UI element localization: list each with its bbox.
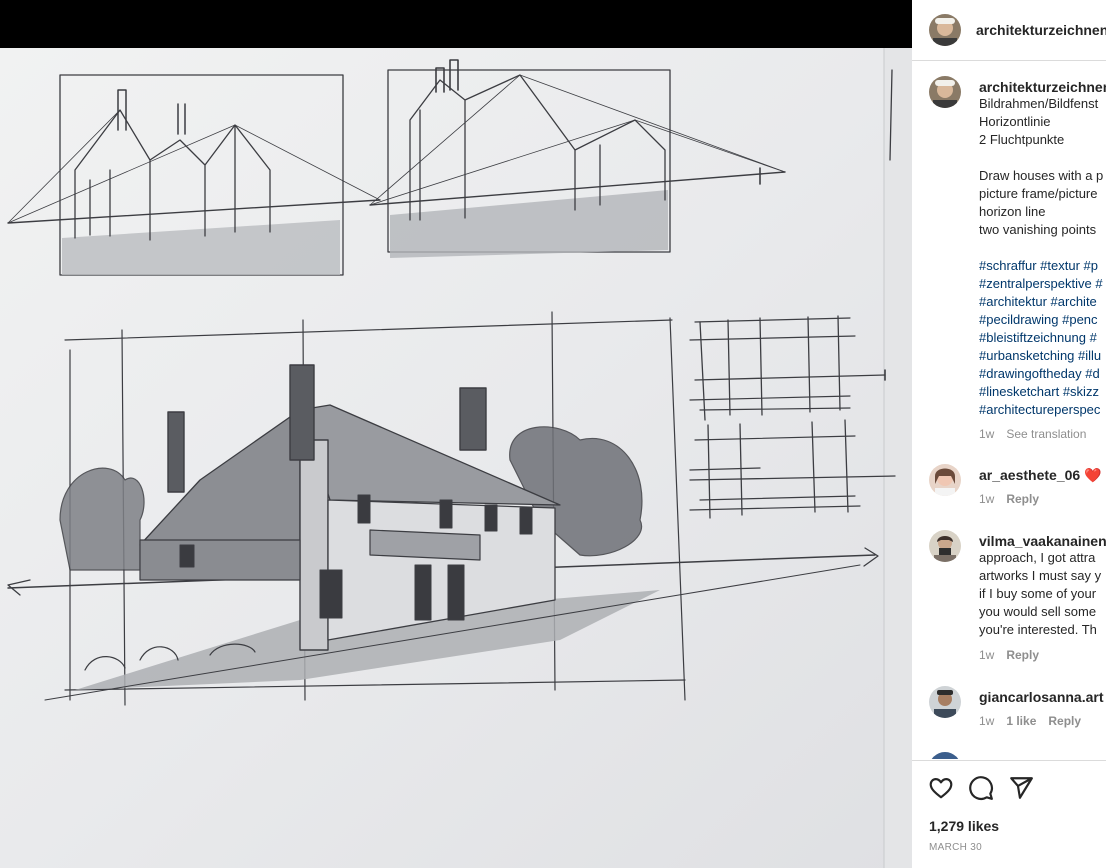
comment-meta: 1w 1 like Reply [979, 714, 1093, 728]
hashtag-line[interactable]: #bleistiftzeichnung # [979, 330, 1097, 345]
hashtag-line[interactable]: #architectureperspec [979, 402, 1101, 417]
hashtag-line[interactable]: #architektur #archite [979, 294, 1097, 309]
see-translation-link[interactable]: See translation [1006, 427, 1087, 441]
commenter-avatar[interactable] [929, 464, 961, 496]
post-header: architekturzeichnen [912, 0, 1106, 61]
header-username[interactable]: architekturzeichnen [976, 22, 1106, 38]
hashtag-line[interactable]: #pecildrawing #penc [979, 312, 1098, 327]
commenter-avatar[interactable] [929, 752, 961, 759]
caption-time[interactable]: 1w [979, 427, 995, 441]
comment-likes-count[interactable]: 1 like [1006, 714, 1037, 728]
post-actions-footer: 1,279 likes MARCH 30 [912, 760, 1106, 868]
post-image-pane [0, 48, 912, 868]
heart-outline-icon[interactable] [928, 775, 954, 801]
caption-meta: 1w See translation [979, 427, 1098, 441]
comment-meta: 1w Reply [979, 648, 1051, 662]
reply-button[interactable]: Reply [1006, 648, 1040, 662]
comment-bubble-icon[interactable] [968, 775, 994, 801]
comment-text-line: approach, I got attra [979, 550, 1096, 565]
caption-line: Bildrahmen/Bildfenst [979, 96, 1099, 111]
caption-line: two vanishing points [979, 222, 1097, 237]
comment-username[interactable]: giancarlosanna.art 👏 [979, 689, 1104, 705]
hashtag-line[interactable]: #drawingoftheday #d [979, 366, 1100, 381]
comment-time[interactable]: 1w [979, 492, 995, 506]
caption-username[interactable]: architekturzeichnen [979, 79, 1106, 95]
likes-count[interactable]: 1,279 likes [929, 818, 1000, 834]
hashtag-line[interactable]: #zentralperspektive # [979, 276, 1103, 291]
comment-meta: 1w Reply [979, 492, 1051, 506]
caption-avatar[interactable] [929, 76, 961, 108]
comment-time[interactable]: 1w [979, 714, 995, 728]
caption-line: Draw houses with a p [979, 168, 1104, 183]
comment-username[interactable]: ar_aesthete_06 ❤️ ❤ [979, 467, 1106, 484]
post-image-architecture-sketch [0, 48, 912, 868]
hashtag-line[interactable]: #linesketchart #skizz [979, 384, 1099, 399]
hashtag-line[interactable]: #urbansketching #illu [979, 348, 1102, 363]
commenter-avatar[interactable] [929, 530, 961, 562]
caption-line: picture frame/picture [979, 186, 1098, 201]
comments-list[interactable]: architekturzeichnen Bildrahmen/Bildfenst… [912, 62, 1106, 759]
author-avatar[interactable] [929, 14, 961, 46]
caption-line: Horizontlinie [979, 114, 1051, 129]
reply-button[interactable]: Reply [1048, 714, 1082, 728]
comment-username[interactable]: vilma_vaakanainen1 [979, 533, 1106, 549]
caption-line: 2 Fluchtpunkte [979, 132, 1065, 147]
paper-plane-icon[interactable] [1008, 775, 1034, 801]
comment-text-line: if I buy some of your [979, 586, 1097, 601]
comment-text-line: you're interested. Th [979, 622, 1097, 637]
caption-line: horizon line [979, 204, 1046, 219]
comment-text-line: you would sell some [979, 604, 1097, 619]
post-side-panel: architekturzeichnen architekturzeichnen … [912, 0, 1106, 868]
comment-text-line: artworks I must say y [979, 568, 1102, 583]
reply-button[interactable]: Reply [1006, 492, 1040, 506]
heart-emoji: ❤️ ❤ [1084, 467, 1106, 483]
post-date: MARCH 30 [929, 842, 982, 853]
commenter-avatar[interactable] [929, 686, 961, 718]
comment-time[interactable]: 1w [979, 648, 995, 662]
hashtag-line[interactable]: #schraffur #textur #p [979, 258, 1098, 273]
